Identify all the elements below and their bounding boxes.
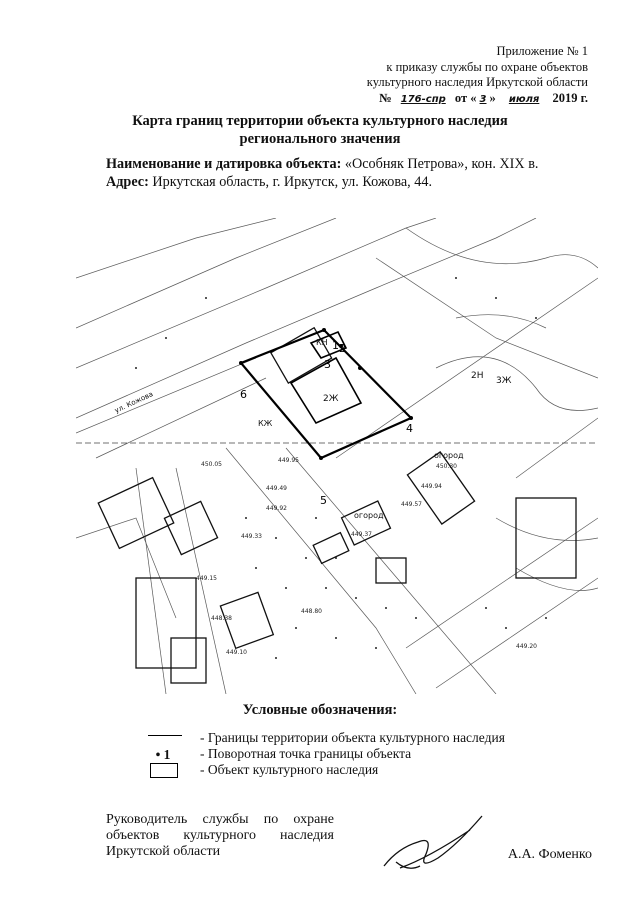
turn-point-4	[409, 416, 413, 420]
elevation-mark: 448.80	[301, 608, 322, 615]
object-address-label: Адрес:	[106, 174, 149, 190]
elevation-mark: 449.15	[196, 575, 217, 582]
title-line-1: Карта границ территории объекта культурн…	[132, 113, 508, 129]
turn-point-1-label: 1	[332, 339, 339, 352]
turn-point-2	[339, 344, 343, 348]
turn-point-5-label: 5	[320, 494, 327, 507]
object-name-value: «Особняк Петрова», кон. XIX в.	[344, 156, 539, 172]
order-number-line: № 176-спр от «3» июля 2019 г.	[367, 91, 588, 108]
map-label-2zh: 2Ж	[323, 394, 339, 404]
legend-item-heritage-object: - Объект культурного наследия	[148, 761, 378, 779]
appendix-line: Приложение № 1	[496, 44, 588, 58]
elevation-mark: 449.92	[266, 505, 287, 512]
turn-point-4-label: 4	[406, 422, 413, 435]
elevation-mark: 449.95	[278, 457, 299, 464]
order-day: 3	[479, 93, 487, 105]
agency-line: культурного наследия Иркутской области	[366, 75, 588, 89]
map-label-garden-2: огород	[434, 451, 464, 460]
elevation-mark: 449.94	[421, 483, 442, 490]
signatory-position: Руководитель службы по охране объектов к…	[106, 812, 334, 859]
turn-point-1	[322, 328, 326, 332]
map-label-2n: 2Н	[471, 371, 484, 381]
order-year: 2019 г.	[552, 90, 588, 105]
survey-dots	[135, 277, 547, 659]
map-label-kn: КН	[316, 338, 328, 347]
elevation-mark: 450.30	[436, 463, 457, 470]
elevation-mark: 450.05	[201, 461, 222, 468]
elevation-mark: 449.37	[351, 531, 372, 538]
turn-point-6-label: 6	[240, 388, 247, 401]
order-month: июля	[508, 93, 540, 105]
elevation-mark: 448.38	[211, 615, 232, 622]
legend-label-heritage-object: - Объект культурного наследия	[200, 762, 379, 777]
legend-label-boundary: - Границы территории объекта культурного…	[200, 730, 505, 745]
turn-point-5	[319, 456, 323, 460]
boundary-line-symbol	[148, 730, 182, 747]
order-prefix: №	[379, 90, 392, 105]
turn-point-3-label: 3	[324, 358, 331, 371]
object-address-row: Адрес: Иркутская область, г. Иркутск, ул…	[106, 173, 432, 191]
map-label-garden-1: огород	[354, 511, 384, 520]
document-title: Карта границ территории объекта культурн…	[0, 112, 640, 148]
map-drawing: 2Ж КН КЖ огород огород ул. Кожова 2Н 3Ж …	[76, 218, 598, 694]
elevation-marks: 450.05 449.95 449.49 449.92 449.33 449.3…	[196, 457, 537, 656]
handwritten-signature	[383, 815, 483, 869]
turn-point-6	[239, 361, 243, 365]
turn-point-symbol: • 1	[155, 747, 171, 763]
legend-item-turn-point: • 1 - Поворотная точка границы объекта	[148, 745, 412, 763]
order-number: 176-спр	[400, 93, 446, 105]
order-from: от «	[454, 90, 477, 105]
elevation-mark: 449.10	[226, 649, 247, 656]
turn-point-3	[358, 366, 362, 370]
elevation-mark: 449.49	[266, 485, 287, 492]
title-line-2: регионального значения	[239, 131, 401, 147]
object-address-value: Иркутская область, г. Иркутск, ул. Кожов…	[152, 174, 433, 190]
appendix-header: Приложение № 1 к приказу службы по охран…	[367, 44, 588, 107]
elevation-mark: 449.33	[241, 533, 262, 540]
order-quote: »	[489, 90, 496, 105]
legend-item-boundary: - Границы территории объекта культурного…	[148, 729, 505, 747]
elevation-mark: 449.57	[401, 501, 422, 508]
legend-label-turn-point: - Поворотная точка границы объекта	[200, 746, 412, 761]
heritage-box-symbol	[148, 762, 178, 779]
turn-points: 1 2 3 4 5 6	[239, 328, 413, 507]
map-label-3zh: 3Ж	[496, 376, 512, 386]
signatory-name: А.А. Фоменко	[507, 847, 592, 862]
heritage-building	[289, 330, 363, 425]
legend-title: Условные обозначения:	[242, 702, 398, 718]
object-name-label: Наименование и датировка объекта:	[106, 156, 342, 172]
object-name-row: Наименование и датировка объекта: «Особн…	[106, 155, 538, 173]
turn-point-2-label: 2	[339, 342, 346, 355]
map-label-kzh: КЖ	[258, 419, 273, 428]
order-reference-line: к приказу службы по охране объектов	[386, 59, 588, 74]
cadastral-map: 2Ж КН КЖ огород огород ул. Кожова 2Н 3Ж …	[76, 218, 598, 694]
elevation-mark: 449.20	[516, 643, 537, 650]
street-label: ул. Кожова	[113, 390, 154, 415]
